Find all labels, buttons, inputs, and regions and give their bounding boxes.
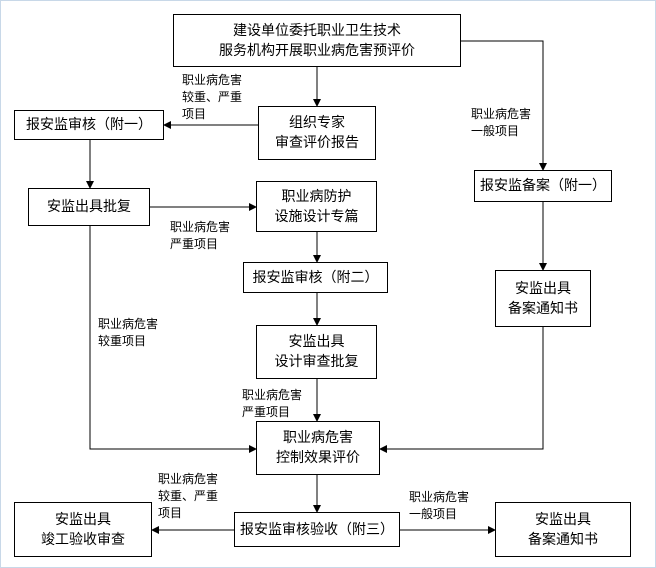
box-acceptance-review: 报安监审核验收（附三）	[234, 512, 400, 547]
box-design-chapter-line1: 职业病防护	[281, 188, 352, 205]
box-filing-notice-1-line1: 安监出具	[515, 280, 571, 297]
arrow-notice1-to-control	[379, 327, 544, 453]
box-expert-review: 组织专家 审查评价报告	[258, 106, 376, 160]
box-control-eval-line2: 控制效果评价	[276, 450, 360, 466]
arrow-approval1-to-control	[89, 226, 257, 453]
box-start-line1: 建设单位委托职业卫生技术	[233, 22, 401, 39]
edge-label-severe-1: 职业病危害 较重、严重 项目	[182, 73, 243, 121]
box-design-approval-line2: 设计审查批复	[274, 354, 359, 370]
edge-label-severe-2: 职业病危害 较重、严重 项目	[158, 472, 219, 520]
arrow-start-to-filing	[461, 40, 547, 171]
box-expert-review-line1: 组织专家	[289, 115, 345, 131]
box-filing: 报安监备案（附一）	[474, 170, 612, 202]
box-design-chapter: 职业病防护 设施设计专篇	[256, 181, 377, 232]
box-filing-notice-1: 安监出具 备案通知书	[495, 270, 591, 327]
box-control-eval-line1: 职业病危害	[283, 430, 353, 446]
edge-label-serious-2: 职业病危害 严重项目	[242, 388, 303, 419]
box-completion-review: 安监出具 竣工验收审查	[14, 502, 152, 557]
box-start: 建设单位委托职业卫生技术 服务机构开展职业病危害预评价	[173, 14, 461, 67]
box-report-review-1-line1: 报安监审核（附一）	[26, 117, 152, 133]
box-filing-line1: 报安监备案（附一）	[480, 178, 606, 194]
edge-label-serious-1: 职业病危害 严重项目	[170, 220, 231, 251]
box-report-review-2-line1: 报安监审核（附二）	[252, 269, 379, 286]
box-design-chapter-line2: 设施设计专篇	[274, 208, 359, 225]
box-completion-review-line1: 安监出具	[55, 511, 111, 528]
box-acceptance-review-line1: 报安监审核验收（附三）	[240, 521, 394, 538]
box-control-eval: 职业病危害 控制效果评价	[256, 421, 380, 475]
edge-label-moderate: 职业病危害 较重项目	[98, 317, 159, 348]
box-completion-review-line2: 竣工验收审查	[41, 531, 125, 548]
box-filing-notice-2: 安监出具 备案通知书	[495, 502, 631, 557]
box-filing-notice-2-line1: 安监出具	[535, 511, 591, 528]
box-design-approval: 安监出具 设计审查批复	[256, 325, 377, 379]
box-report-review-2: 报安监审核（附二）	[243, 262, 388, 293]
box-filing-notice-2-line2: 备案通知书	[528, 531, 598, 548]
box-expert-review-line2: 审查评价报告	[275, 135, 359, 151]
box-filing-notice-1-line2: 备案通知书	[508, 300, 578, 317]
edge-label-general-1: 职业病危害 一般项目	[471, 107, 532, 138]
box-design-approval-line1: 安监出具	[288, 334, 345, 350]
box-report-review-1: 报安监审核（附一）	[14, 110, 164, 140]
edge-label-general-2: 职业病危害 一般项目	[409, 490, 470, 521]
box-approval-1-line1: 安监出具批复	[47, 199, 131, 215]
box-start-line2: 服务机构开展职业病危害预评价	[219, 42, 415, 59]
box-approval-1: 安监出具批复	[28, 188, 150, 226]
